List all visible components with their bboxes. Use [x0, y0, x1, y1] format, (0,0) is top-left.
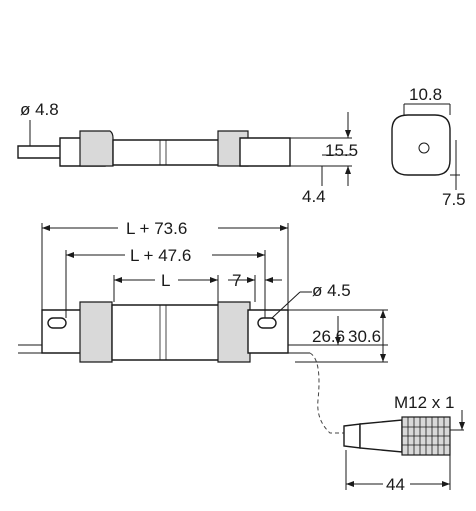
middle-tube — [112, 139, 226, 166]
connector-cable — [309, 352, 345, 434]
label-depth-7-5: 7.5 — [442, 190, 466, 209]
label-overall-length: L + 73.6 — [126, 219, 187, 238]
connector-body — [359, 419, 403, 453]
label-hole-diameter: ø 4.5 — [312, 281, 351, 300]
label-height-15-5: 15.5 — [325, 141, 358, 160]
label-thread: M12 x 1 — [394, 393, 454, 412]
m12-connector: M12 x 1 44 — [309, 352, 465, 494]
front-view: L + 73.6 L + 47.6 L 7 ø 4.5 26.6 30. — [18, 219, 388, 363]
label-height-30-6: 30.6 — [348, 327, 381, 346]
label-cable-diameter: ø 4.8 — [20, 100, 59, 119]
connector-strain-relief — [343, 423, 361, 449]
end-view-hole — [418, 142, 430, 154]
left-front-sleeve — [79, 301, 113, 363]
label-hole-spacing: L + 47.6 — [130, 246, 191, 265]
right-mounting-hole — [257, 317, 277, 329]
end-view-body — [391, 114, 451, 176]
right-front-sleeve — [217, 301, 251, 363]
end-view: 10.8 7.5 — [391, 85, 466, 209]
label-connector-length: 44 — [386, 475, 405, 494]
label-depth-4-4: 4.4 — [302, 187, 326, 206]
label-offset-7: 7 — [232, 271, 241, 290]
left-sleeve — [79, 130, 114, 167]
label-width-10-8: 10.8 — [409, 85, 442, 104]
label-height-26-6: 26.6 — [312, 327, 345, 346]
left-mounting-hole — [47, 317, 67, 329]
right-end-block — [247, 309, 289, 354]
top-side-view: ø 4.8 15.5 4.4 — [17, 100, 358, 206]
front-tube — [111, 304, 223, 361]
label-length-l: L — [161, 271, 170, 290]
right-block-base — [239, 137, 291, 167]
